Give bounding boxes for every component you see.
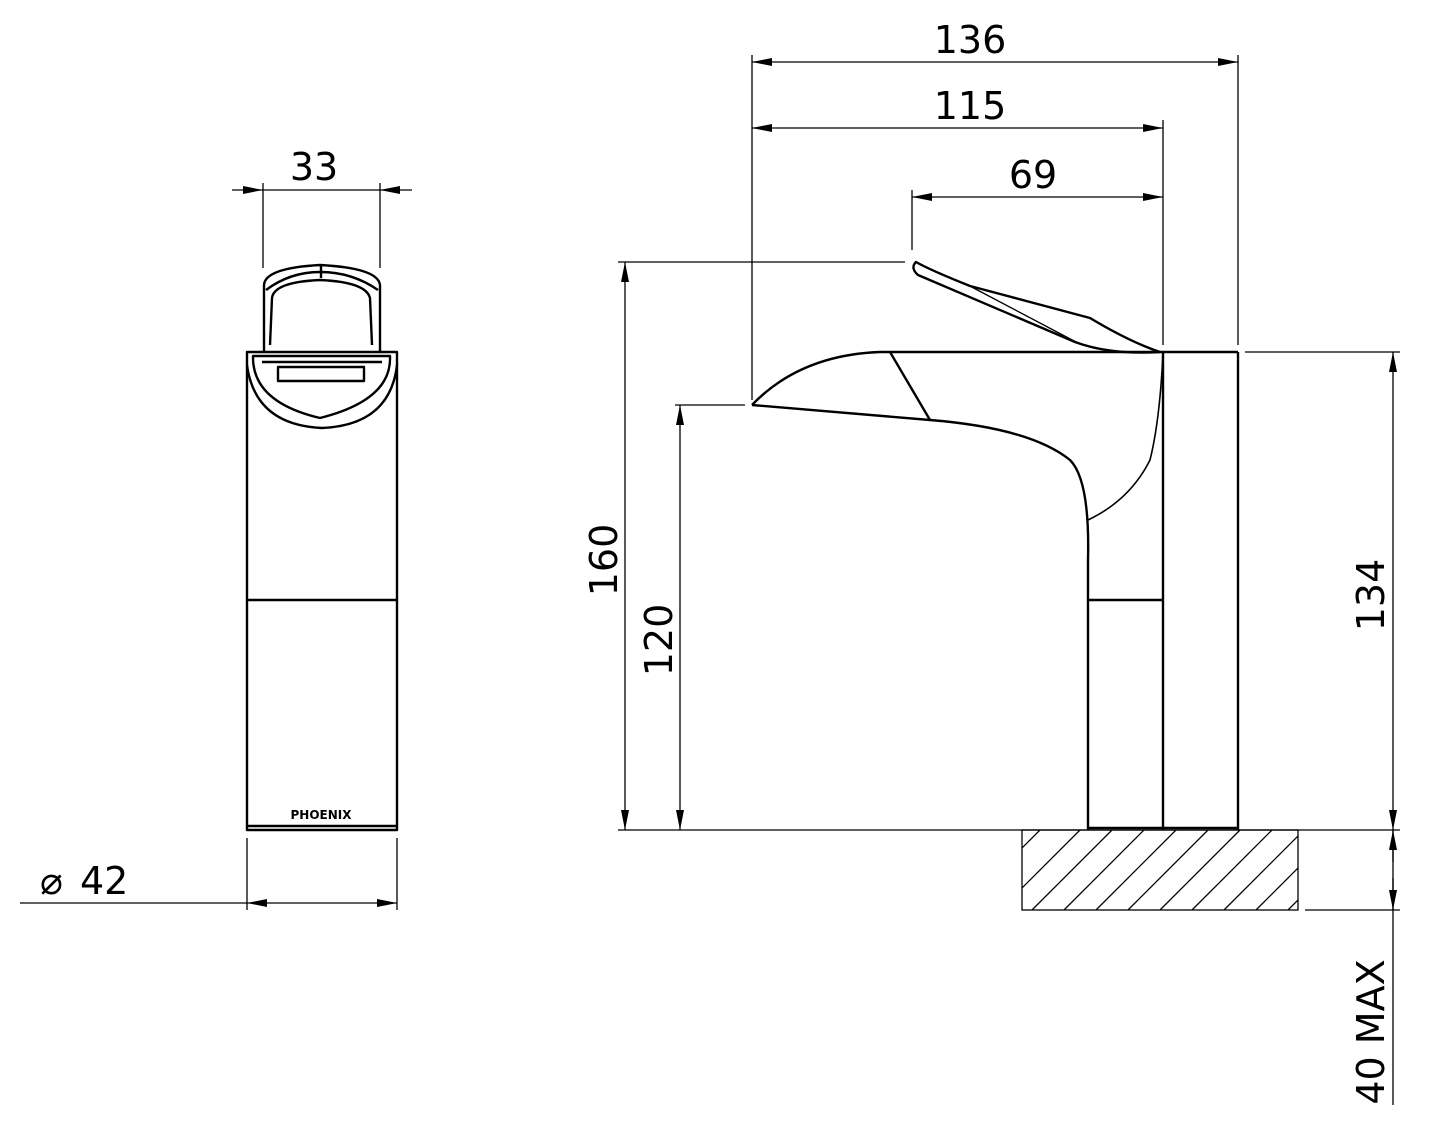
lever-handle (912, 260, 1162, 354)
svg-text:136: 136 (934, 18, 1007, 62)
front-handle (245, 263, 399, 430)
brand-logo: PHOENIX (291, 808, 353, 822)
svg-text:40 MAX: 40 MAX (1349, 959, 1393, 1104)
dimension-body-height: 134 (1245, 351, 1400, 830)
dimension-spout-height: 120 (637, 404, 745, 830)
spout-top (751, 350, 1238, 406)
svg-text:33: 33 (290, 145, 338, 189)
dimension-diameter: ⌀ 42 (20, 838, 398, 910)
svg-text:115: 115 (934, 84, 1007, 128)
svg-text:69: 69 (1009, 153, 1057, 197)
svg-text:134: 134 (1349, 559, 1393, 632)
side-view (751, 260, 1240, 830)
front-body (245, 350, 399, 832)
dimension-overall-length: 136 (751, 18, 1239, 400)
dimension-mounting-thickness: 40 MAX (1305, 830, 1400, 1105)
dimension-spout-reach: 115 (752, 84, 1164, 345)
svg-text:42: 42 (80, 859, 128, 903)
front-view: PHOENIX (245, 263, 399, 832)
diameter-symbol: ⌀ (40, 859, 63, 903)
dimension-handle-length: 69 (911, 153, 1163, 250)
svg-text:160: 160 (582, 524, 626, 597)
svg-text:120: 120 (637, 604, 681, 677)
mounting-surface (618, 829, 1400, 911)
dimension-overall-height: 160 (582, 261, 905, 830)
spout-bottom (751, 403, 1090, 830)
dimension-handle-width: 33 (232, 145, 412, 268)
